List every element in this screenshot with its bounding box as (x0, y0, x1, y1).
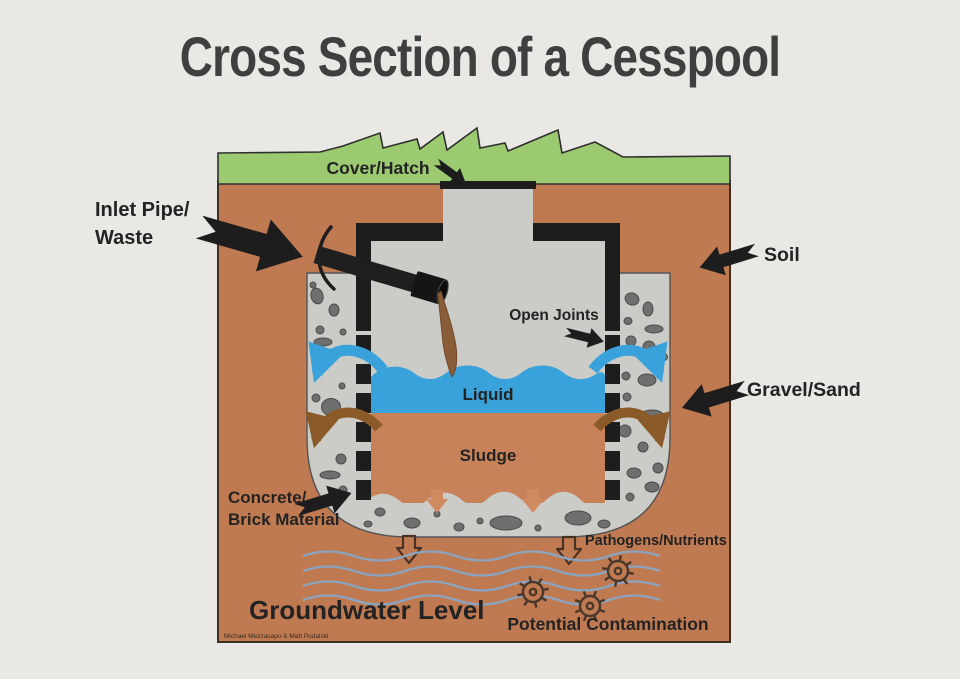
pebble (309, 281, 317, 289)
pebble (453, 522, 465, 532)
credit-text: Michael Mezzacapo & Matt Podalski (224, 633, 328, 640)
pebble (534, 524, 542, 532)
pebble (311, 393, 321, 403)
pebble (313, 337, 333, 347)
pebble (625, 335, 637, 347)
pebble (637, 441, 649, 453)
pebble (489, 515, 523, 531)
waste-stream (437, 290, 458, 378)
groundwater-wave-line (302, 565, 661, 577)
pebble (335, 453, 347, 465)
gravel-pebbles-bottom (363, 507, 611, 532)
grass-area (217, 126, 731, 185)
groundwater-wave-line (302, 580, 661, 592)
cover-hatch-label: Cover/Hatch (326, 158, 429, 178)
pebble (339, 328, 347, 336)
cover-hatch-bar (440, 181, 536, 189)
concrete-label-line1: Concrete/ (228, 488, 307, 507)
pebble (403, 517, 421, 529)
pebble (564, 510, 592, 526)
pebble (618, 424, 632, 438)
sludge-area (371, 413, 605, 503)
access-shaft (443, 184, 533, 242)
groundwater-label: Groundwater Level (249, 595, 485, 625)
concrete-label-line2: Brick Material (228, 510, 340, 529)
pebble (597, 519, 611, 529)
liquid-flow-arrow-left (308, 341, 388, 383)
pebble (310, 287, 324, 305)
groundwater-waves (302, 550, 661, 606)
pebble (315, 325, 325, 335)
pebble (626, 467, 642, 479)
leach-arrow-left (395, 534, 423, 565)
pebble (374, 507, 386, 517)
inlet-pipe-label-line2: Waste (95, 227, 153, 249)
liquid-area (371, 365, 605, 413)
leach-arrow-right (555, 535, 583, 566)
gravel-sand-label: Gravel/Sand (747, 379, 861, 401)
pebble (621, 371, 631, 381)
page-title: Cross Section of a Cesspool (179, 25, 781, 88)
inlet-pipe-label-line1: Inlet Pipe/ (95, 199, 190, 221)
sludge-flow-arrow-left (305, 407, 383, 449)
sludge-flow-arrow-right (593, 407, 671, 449)
pebble (637, 373, 657, 387)
pebble (660, 353, 668, 361)
pebble (625, 492, 635, 502)
liquid-label: Liquid (463, 385, 514, 404)
pebble (642, 301, 654, 317)
top-slab-left (356, 223, 443, 241)
soil-label: Soil (764, 244, 800, 266)
groundwater-wave-line (302, 594, 661, 606)
pebble (624, 292, 640, 306)
pebble (622, 392, 632, 402)
open-joints-label: Open Joints (509, 307, 599, 324)
seep-arrow-left (426, 489, 448, 513)
liquid-flow-arrow-right (588, 341, 668, 383)
pebble (328, 303, 340, 317)
pebble (363, 520, 373, 528)
sludge-label: Sludge (460, 446, 517, 465)
top-slab-right (533, 223, 620, 241)
pebble (644, 481, 660, 493)
tank-bottom-gravel (364, 491, 612, 522)
pathogens-label: Pathogens/Nutrients (585, 533, 727, 549)
groundwater-wave-line (302, 550, 661, 562)
pebble (644, 324, 664, 334)
pebble (338, 382, 346, 390)
pebble (623, 317, 633, 325)
seep-arrow-right (522, 489, 544, 513)
pebble (319, 470, 341, 480)
contamination-label: Potential Contamination (507, 614, 708, 634)
pebble (652, 462, 664, 474)
pebble (476, 517, 484, 525)
